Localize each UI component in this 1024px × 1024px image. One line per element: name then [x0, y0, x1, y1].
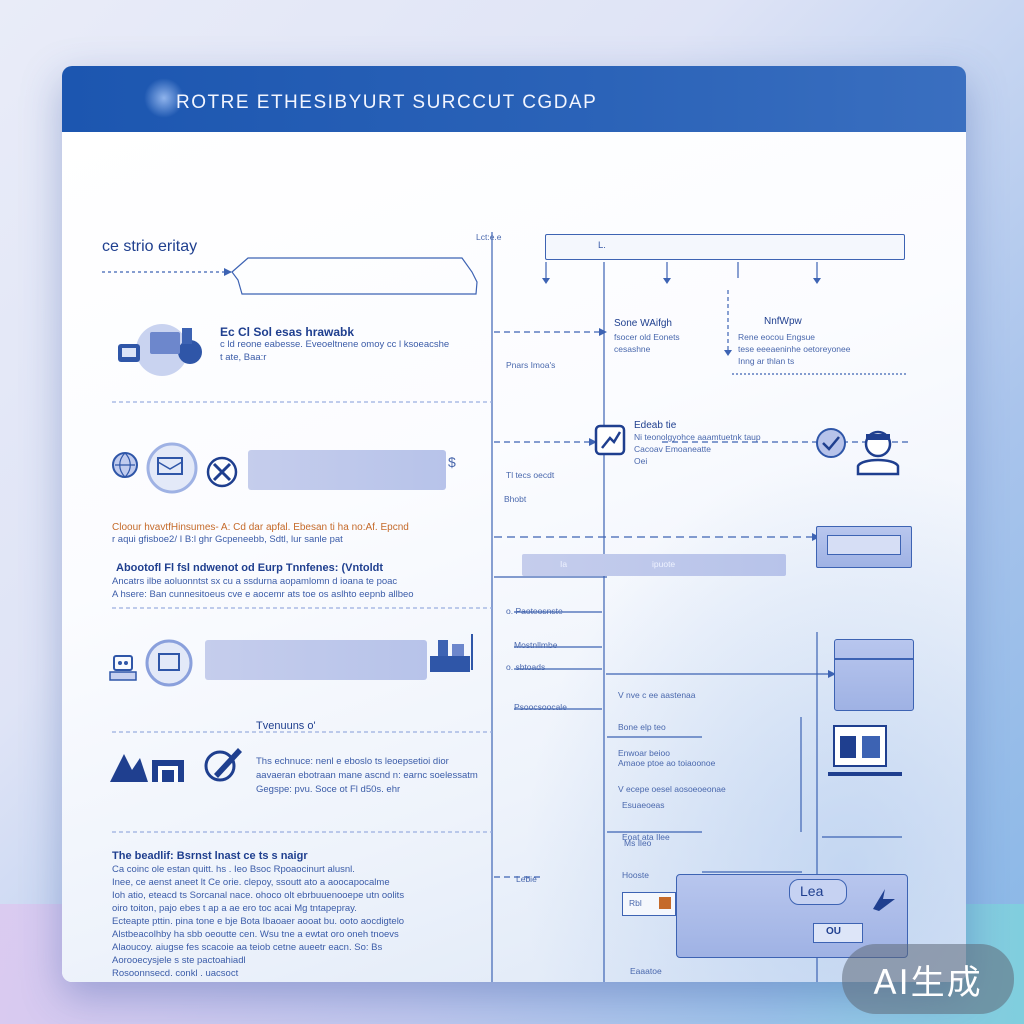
step-item: Esuaeoeas: [622, 800, 665, 810]
paragraph-line: Ioh atio, eteacd ts Sorcanal nace. ohoco…: [112, 890, 405, 901]
step-item: Psoocsoocale: [514, 702, 567, 712]
paragraph-line: Ca coinc ole estan quitt. hs . Ieo Bsoc …: [112, 864, 355, 875]
step-item: V ecepe oesel aosoeoeonae: [618, 784, 726, 794]
mid-label: Ms Ileo: [624, 838, 652, 848]
step-item: o. Paoteosnste: [506, 606, 563, 616]
right-panel-box-1[interactable]: [816, 526, 912, 568]
status-bar-1[interactable]: [248, 450, 446, 490]
note1-title: Sone WAifgh: [614, 318, 672, 329]
title-glow-icon: [144, 78, 184, 118]
small-tag-box[interactable]: Rbl: [622, 892, 676, 916]
label-c: Bhobt: [504, 494, 527, 504]
check-globe-icon: [816, 428, 846, 458]
step-item: Hooste: [622, 870, 649, 880]
globe-icon: [112, 452, 138, 478]
workstation-icon: [828, 725, 902, 776]
lightning-icon: [873, 889, 895, 911]
step-item: Mostnllmbe: [514, 640, 558, 650]
bottom-caption: Eaaatoe: [630, 966, 662, 976]
step-item: Enwoar beioo: [618, 748, 670, 758]
note1-line2: cesashne: [614, 344, 651, 354]
paragraph-line: Inee, ce aenst aneet lt Ce orie. clepoy,…: [112, 877, 390, 888]
section1-line1: c ld reone eabesse. Eveoeltnene omoy cc …: [220, 339, 450, 350]
connector-lines: [102, 232, 912, 982]
paragraph-line: Aorooecysjele s ste pactoahiadl: [112, 955, 246, 966]
note2-title: NnfWpw: [764, 316, 802, 327]
section2-title: Cloour hvavtfHinsumes- A: Cd dar apfal. …: [112, 522, 409, 533]
paragraph-line: Ecteapte pttin. pina tone e bje Bota Iba…: [112, 916, 405, 927]
small-tag-text: Rbl: [629, 898, 642, 908]
pill-left-text: Ia: [560, 559, 568, 569]
label-a: Pnars Imoa's: [506, 360, 556, 370]
section3-title: Abootofl Fl fsl ndwenot od Eurp Tnnfenes…: [116, 562, 384, 574]
step-item: Eoat ata Ilee: [622, 832, 670, 842]
action-line3: Oei: [634, 456, 648, 466]
step-item: Bone elp teo: [618, 722, 666, 732]
user-avatar-icon: [856, 430, 900, 476]
ship-icon: [430, 634, 473, 672]
note2-line3: Inng ar thlan ts: [738, 356, 795, 366]
robot-icon: [109, 655, 137, 681]
card-chip[interactable]: Lea: [789, 879, 847, 905]
ai-generated-badge: AI生成: [842, 944, 1014, 1014]
people-icon: [110, 754, 184, 782]
top-tag: Lct:e.e: [476, 232, 502, 242]
action-title: Edeab tie: [634, 420, 677, 431]
section4-line1: Ths echnuce: nenl e eboslo ts leoepsetio…: [256, 756, 449, 767]
section3-line2: A hsere: Ban cunnesitoeus cve e aocemr a…: [112, 589, 414, 600]
title-bar: ROTRE ETHESIBYURT SURCCUT CGDAP: [62, 66, 966, 132]
status-bar-2[interactable]: [205, 640, 427, 680]
section4-line2: aavaeran ebotraan mane ascnd n: earnc so…: [256, 770, 478, 781]
section1-title: Ec Cl Sol esas hrawabk: [220, 325, 355, 339]
step-item: o. sbtoads: [506, 662, 546, 672]
diagram-canvas: ce strio eritay Ec Cl Sol esas hrawabk c…: [62, 132, 966, 982]
action-line2: Cacoav Emoaneatte: [634, 444, 712, 454]
paragraph-line: oiro toiton, pajo ebes t ap a ae ero toc…: [112, 903, 357, 914]
inbox-icon[interactable]: [144, 442, 200, 494]
note1-line1: fsocer old Eonets: [614, 332, 680, 342]
step-item: V nve c ee aastenaa: [618, 690, 696, 700]
app-window: ROTRE ETHESIBYURT SURCCUT CGDAP: [62, 66, 966, 982]
edit-icon[interactable]: [202, 744, 246, 784]
header-field-text: L.: [598, 240, 606, 251]
paragraph-line: Alaoucoy. aiugse fes scacoie aa teiob ce…: [112, 942, 383, 953]
flag-icon: [659, 897, 671, 909]
diagram-heading: ce strio eritay: [102, 238, 198, 255]
section3-line1: Ancatrs ilbe aoluonntst sx cu a ssdurna …: [112, 576, 398, 587]
summary-card[interactable]: Lea OU: [676, 874, 908, 958]
right-panel-box-2[interactable]: [834, 639, 914, 711]
card-label: Lea: [800, 883, 824, 899]
note2-line1: Rene eocou Engsue: [738, 332, 816, 342]
step-item: Amaoe ptoe ao toiaoonoe: [618, 758, 716, 768]
devices-cluster-icon: [118, 324, 202, 376]
action-line1: Ni teonolgyohce aaamtuetnk taup: [634, 432, 761, 442]
section5-title: The beadlif: Bsrnst lnast ce ts s naigr: [112, 850, 308, 862]
window-title: ROTRE ETHESIBYURT SURCCUT CGDAP: [176, 92, 598, 113]
monitor-icon[interactable]: [144, 638, 194, 688]
paragraph-line: Rosoonnsecd. conkl . uacsoct: [112, 968, 239, 979]
note2-line2: tese eeeaeninhe oetoreyonee: [738, 344, 851, 354]
card-button-text: OU: [826, 926, 841, 937]
paragraph-line: Alstbeacolhby ha sbb oeoutte cen. Wsu tn…: [112, 929, 399, 940]
close-icon[interactable]: [204, 454, 240, 490]
card-button[interactable]: OU: [813, 923, 863, 943]
header-field[interactable]: L.: [545, 234, 905, 260]
section4-line3: Gegspe: pvu. Soce ot Fl d50s. ehr: [256, 784, 401, 795]
chart-up-icon[interactable]: [594, 424, 626, 456]
progress-pill[interactable]: Ia ipuote: [522, 554, 786, 576]
section1-line2: t ate, Baa:r: [220, 352, 267, 363]
section4-title: Tvenuuns o': [256, 720, 316, 732]
bottom-left-label: Lebie: [516, 874, 537, 884]
pill-right-text: ipuote: [652, 559, 676, 569]
label-b: Tl tecs oecdt: [506, 470, 555, 480]
section2-line1: r aqui gfisboe2/ I B:l ghr Gcpeneebb, Sd…: [112, 534, 343, 545]
mail-marker: $: [448, 454, 456, 470]
